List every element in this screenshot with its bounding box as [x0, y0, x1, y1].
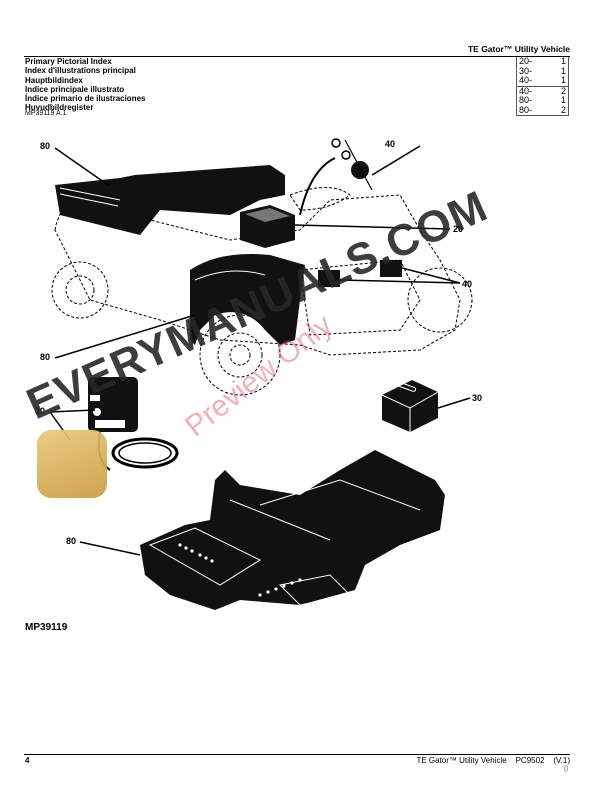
footer-doc-info: TE Gator™ Utility Vehicle PC9502 (V.1)	[416, 756, 570, 765]
reference-row[interactable]: 80-1	[519, 95, 566, 105]
page-number: 4	[25, 756, 30, 765]
callout-ignition-switch: 40	[385, 139, 396, 149]
reference-row[interactable]: 30-1	[519, 65, 566, 76]
callout-battery-charger: 30	[35, 406, 46, 416]
callout-headlights: 40	[462, 279, 473, 289]
reference-group-1: 20-1 30-1 40-1	[516, 56, 569, 87]
watermark-logo	[37, 430, 107, 498]
callout-frame: 80	[66, 536, 77, 546]
index-title-fr: Index d'illustrations principal	[25, 66, 136, 76]
reference-table: 20-1 30-1 40-1 40-2 80-1 80-2	[516, 56, 569, 116]
reference-row[interactable]: 20-1	[519, 56, 566, 66]
footer-rule	[24, 754, 570, 755]
reference-row[interactable]: 40-1	[519, 75, 566, 85]
index-titles: Primary Pictorial Index Index d'illustra…	[25, 57, 145, 113]
callout-cargo-box: 80	[40, 141, 51, 151]
index-title-sv: Huvudbildregister	[25, 103, 94, 113]
callout-battery: 30	[472, 393, 483, 403]
index-title-it: Indice principale illustrato	[25, 84, 125, 94]
index-title-de: Hauptbildindex	[25, 75, 83, 85]
document-header-title: TE Gator™ Utility Vehicle	[467, 44, 570, 54]
index-code: MP39119 A.1	[25, 110, 67, 117]
callout-control-module: 20	[453, 224, 464, 234]
footer-doc-code: PC9502	[515, 756, 545, 765]
reference-row[interactable]: 40-2	[519, 85, 566, 96]
figure-id: MP39119	[25, 622, 68, 633]
footer-version: (V.1)	[553, 756, 570, 765]
header-rule	[24, 56, 570, 57]
index-title-en: Primary Pictorial Index	[25, 57, 112, 66]
index-title-es: Índice primario de ilustraciones	[25, 94, 146, 104]
reference-row[interactable]: 80-2	[519, 104, 566, 115]
footer-sub: ()	[564, 766, 568, 772]
footer-doc-title: TE Gator™ Utility Vehicle	[416, 756, 507, 765]
pictorial-diagram	[49, 138, 473, 610]
callout-front-fender: 80	[40, 352, 51, 362]
reference-group-2: 40-2 80-1 80-2	[516, 85, 569, 116]
